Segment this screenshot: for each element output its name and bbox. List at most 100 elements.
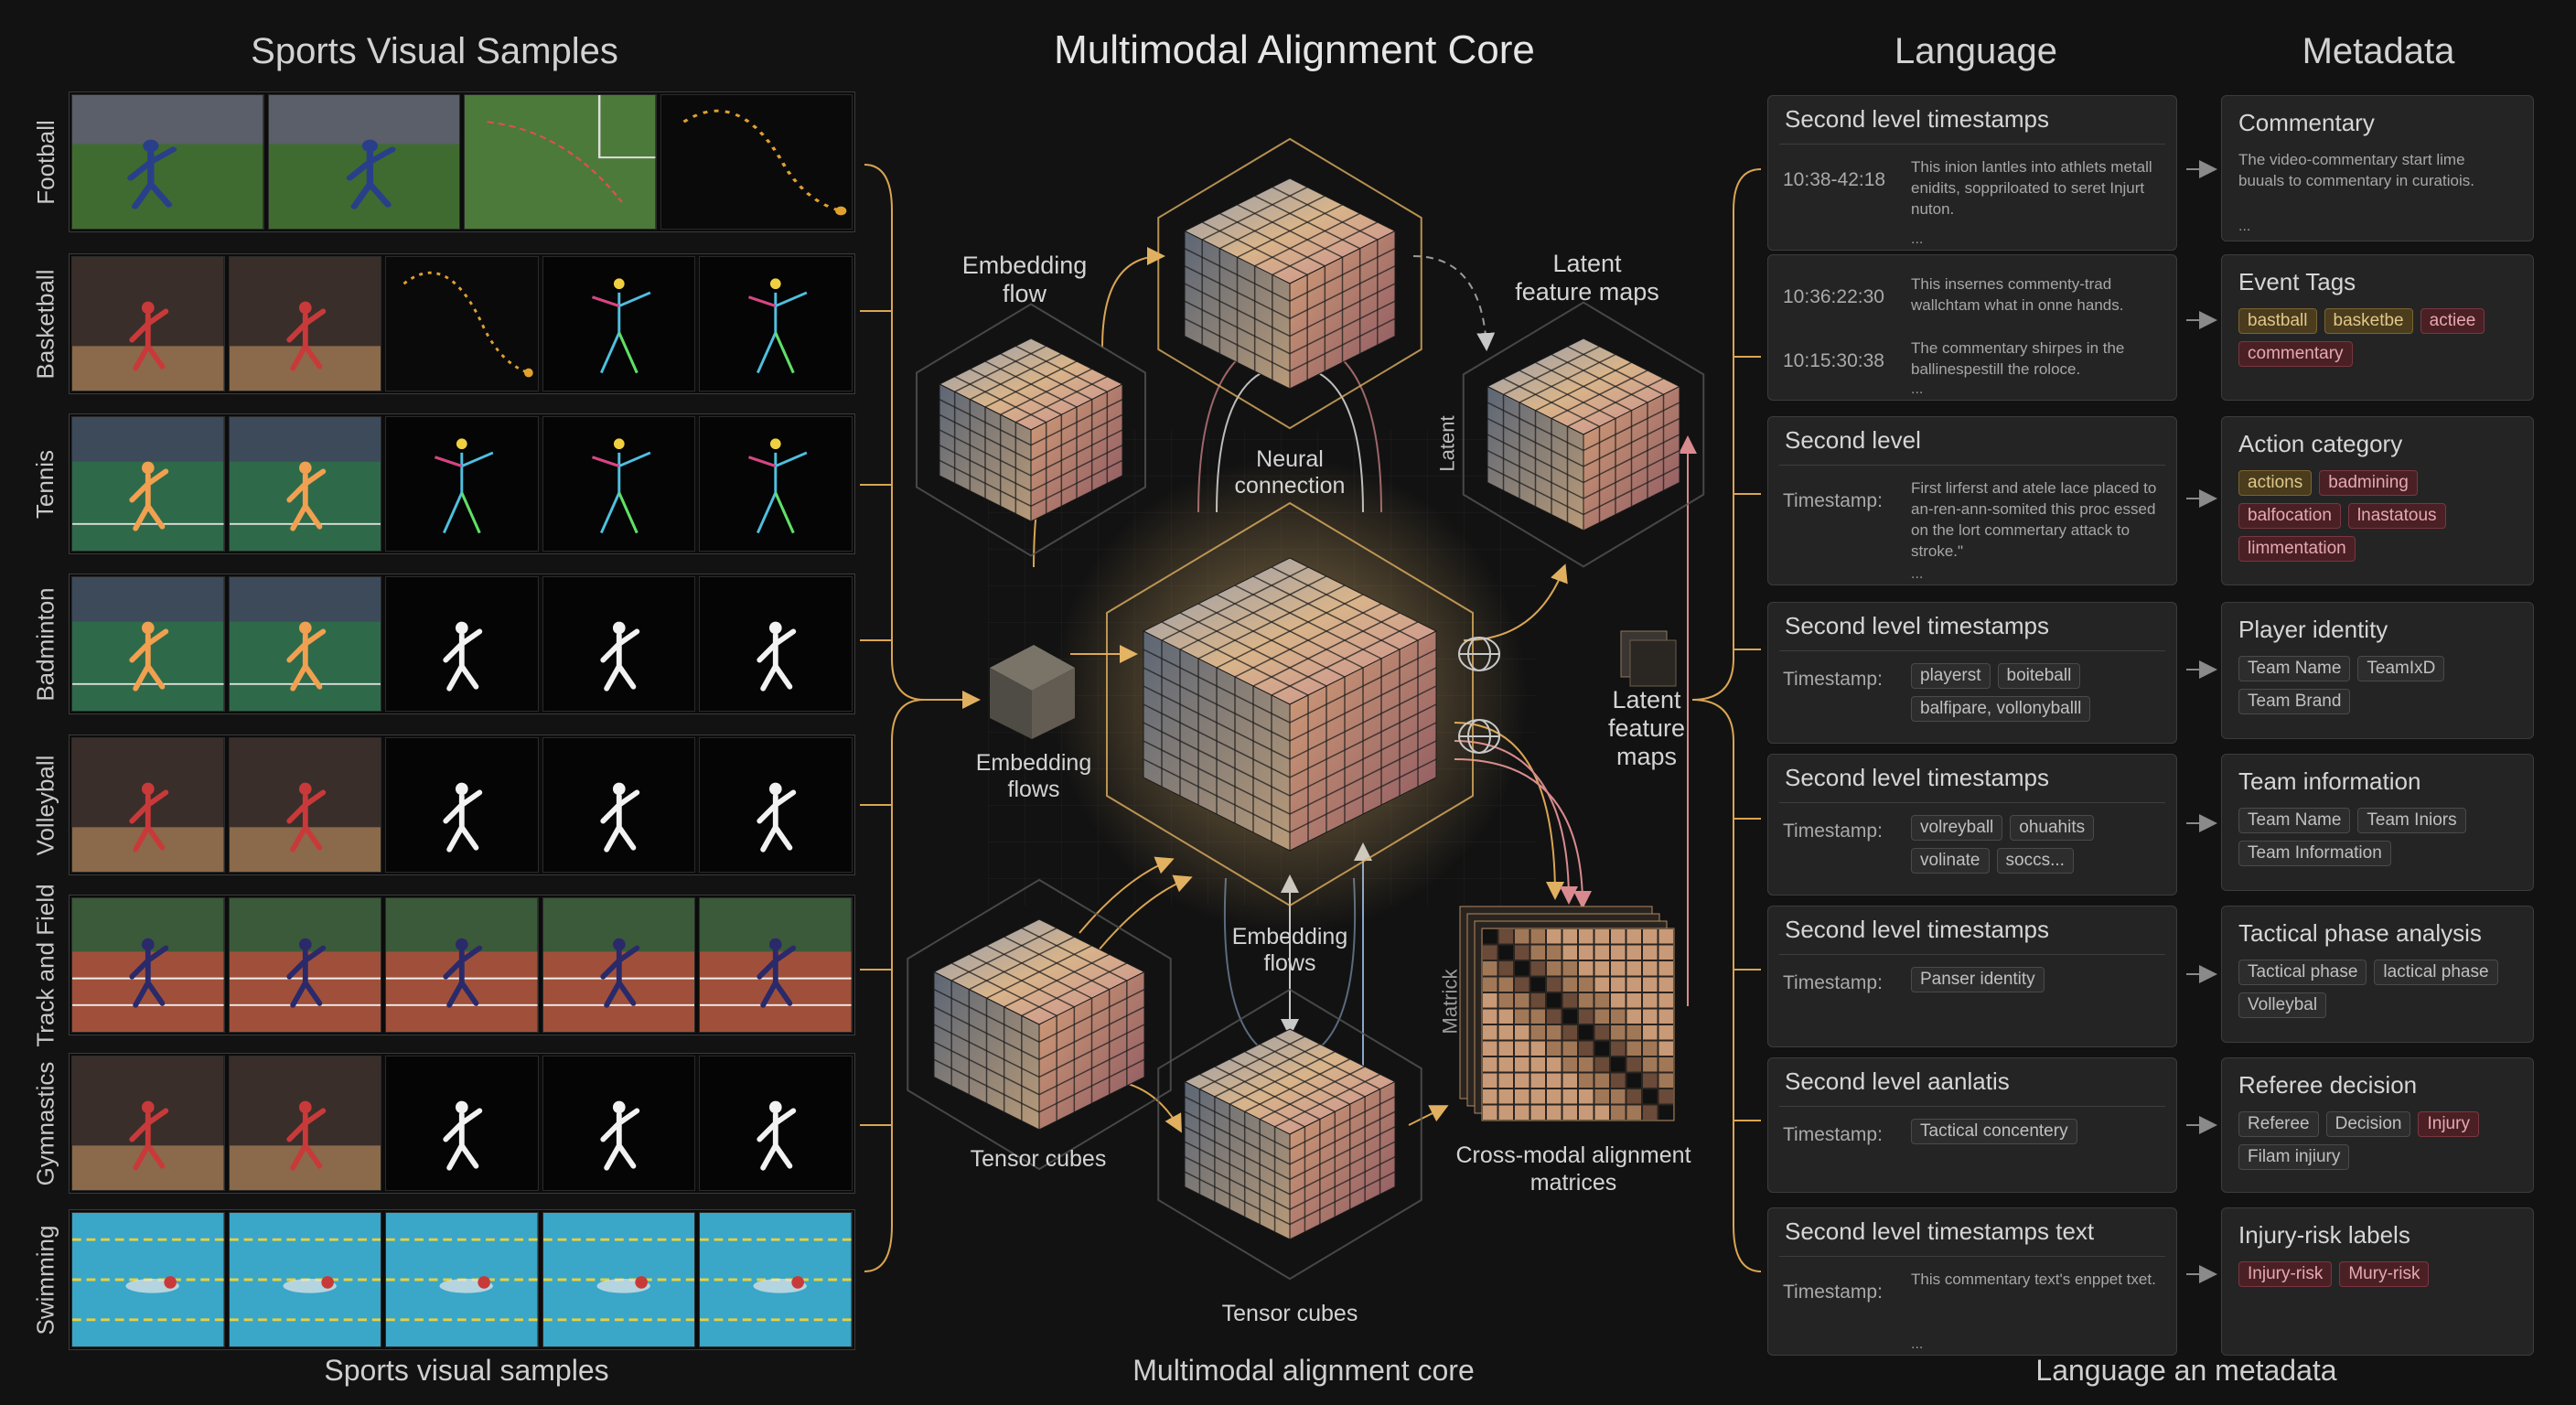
metadata-chip[interactable]: lnastatous (2347, 503, 2446, 529)
matrix-cell (1483, 977, 1497, 992)
metadata-chip[interactable]: Team Name (2238, 656, 2351, 681)
sample-thumbnail[interactable] (699, 737, 853, 873)
tag-chip[interactable]: balfipare, vollonyballl (1911, 696, 2091, 722)
metadata-chip[interactable]: Injury (2418, 1111, 2479, 1137)
sample-thumbnail[interactable] (385, 1212, 539, 1347)
sample-thumbnail[interactable] (542, 897, 696, 1033)
sample-thumbnail[interactable] (71, 416, 225, 552)
sample-thumbnail[interactable] (699, 897, 853, 1033)
metadata-chip[interactable]: bastball (2238, 308, 2317, 334)
matrix-cell (1530, 1041, 1545, 1056)
metadata-chip[interactable]: actions (2238, 470, 2313, 496)
metadata-chip[interactable]: actiee (2420, 308, 2485, 334)
tag-chip[interactable]: ohuahits (2010, 815, 2095, 841)
tag-chip[interactable]: volreyball (1911, 815, 2003, 841)
metadata-chip[interactable]: Team Name (2238, 808, 2351, 833)
sample-thumbnail[interactable] (71, 1056, 225, 1191)
tag-chip[interactable]: Panser identity (1911, 967, 2045, 992)
tag-chip[interactable]: volinate (1911, 848, 1990, 874)
sample-thumbnail[interactable] (542, 1056, 696, 1191)
timestamp: 10:38-42:18 (1783, 169, 1886, 190)
tag-chip[interactable]: playerst (1911, 663, 1991, 689)
sample-thumbnail[interactable] (699, 576, 853, 712)
sample-thumbnail[interactable] (542, 256, 696, 391)
sample-thumbnail[interactable] (699, 416, 853, 552)
alignment-core-header: Multimodal Alignment Core (1054, 27, 1535, 72)
matrix-cell (1658, 945, 1673, 960)
sample-thumbnail[interactable] (542, 416, 696, 552)
sample-thumbnail[interactable] (385, 576, 539, 712)
timestamp: Timestamp: (1783, 490, 1883, 511)
metadata-chip[interactable]: limmentation (2238, 536, 2356, 562)
sample-thumbnail[interactable] (660, 94, 853, 230)
metadata-chip[interactable]: Team Iniors (2357, 808, 2466, 833)
sample-thumbnail[interactable] (385, 256, 539, 391)
sample-thumbnail[interactable] (228, 1056, 382, 1191)
metadata-chip[interactable]: basketbe (2324, 308, 2413, 334)
sample-thumbnail[interactable] (71, 1212, 225, 1347)
sample-thumbnail[interactable] (699, 256, 853, 391)
sample-thumbnail[interactable] (385, 897, 539, 1033)
sample-thumbnail[interactable] (71, 897, 225, 1033)
sample-thumbnail[interactable] (267, 94, 460, 230)
metadata-chip[interactable]: balfocation (2238, 503, 2341, 529)
sample-thumbnail[interactable] (699, 1056, 853, 1191)
metadata-chip[interactable]: Referee (2238, 1111, 2319, 1137)
sample-thumbnail[interactable] (228, 576, 382, 712)
sample-thumbnail[interactable] (385, 416, 539, 552)
sample-thumbnail[interactable] (71, 576, 225, 712)
metadata-chip[interactable]: Volleybal (2238, 992, 2327, 1018)
metadata-chip[interactable]: badmining (2319, 470, 2418, 496)
matrix-cell (1547, 993, 1562, 1008)
sample-thumbnail[interactable] (228, 737, 382, 873)
sample-thumbnail[interactable] (699, 1212, 853, 1347)
metadata-chip[interactable]: Mury-risk (2339, 1261, 2430, 1287)
tag-chip[interactable]: boiteball (1997, 663, 2081, 689)
card-divider (1779, 465, 2165, 466)
sample-thumbnail[interactable] (71, 256, 225, 391)
sample-thumbnail[interactable] (542, 737, 696, 873)
metadata-chip[interactable]: Team Information (2238, 841, 2391, 866)
metadata-chip[interactable]: Decision (2325, 1111, 2411, 1137)
sample-thumbnail[interactable] (228, 1212, 382, 1347)
sample-thumbnail[interactable] (542, 1212, 696, 1347)
sample-thumbnail[interactable] (228, 897, 382, 1033)
metadata-chip[interactable]: lactical phase (2374, 960, 2498, 985)
sample-thumbnail[interactable] (228, 256, 382, 391)
sample-thumbnail[interactable] (71, 94, 264, 230)
language-card-title: Second level timestamps (1785, 916, 2050, 943)
timestamp: Timestamp: (1783, 820, 1883, 842)
tag-chip[interactable]: Tactical concentery (1911, 1119, 2077, 1144)
sample-thumbnail[interactable] (385, 1056, 539, 1191)
sample-thumbnail[interactable] (464, 94, 657, 230)
metadata-chip[interactable]: Tactical phase (2238, 960, 2367, 985)
tag-chip[interactable]: soccs... (1996, 848, 2074, 874)
metadata-chip[interactable]: commentary (2238, 341, 2353, 367)
sample-thumbnail[interactable] (385, 737, 539, 873)
metadata-chip[interactable]: Injury-risk (2238, 1261, 2333, 1287)
sample-thumbnail[interactable] (542, 576, 696, 712)
metadata-chip[interactable]: Filam injiury (2238, 1144, 2350, 1170)
visual-samples-footer: Sports visual samples (324, 1354, 609, 1387)
metadata-chip[interactable]: Team Brand (2238, 689, 2351, 714)
metadata-chip[interactable]: TeamIхD (2357, 656, 2445, 681)
sample-thumbnail[interactable] (228, 416, 382, 552)
sample-thumbnail[interactable] (71, 737, 225, 873)
